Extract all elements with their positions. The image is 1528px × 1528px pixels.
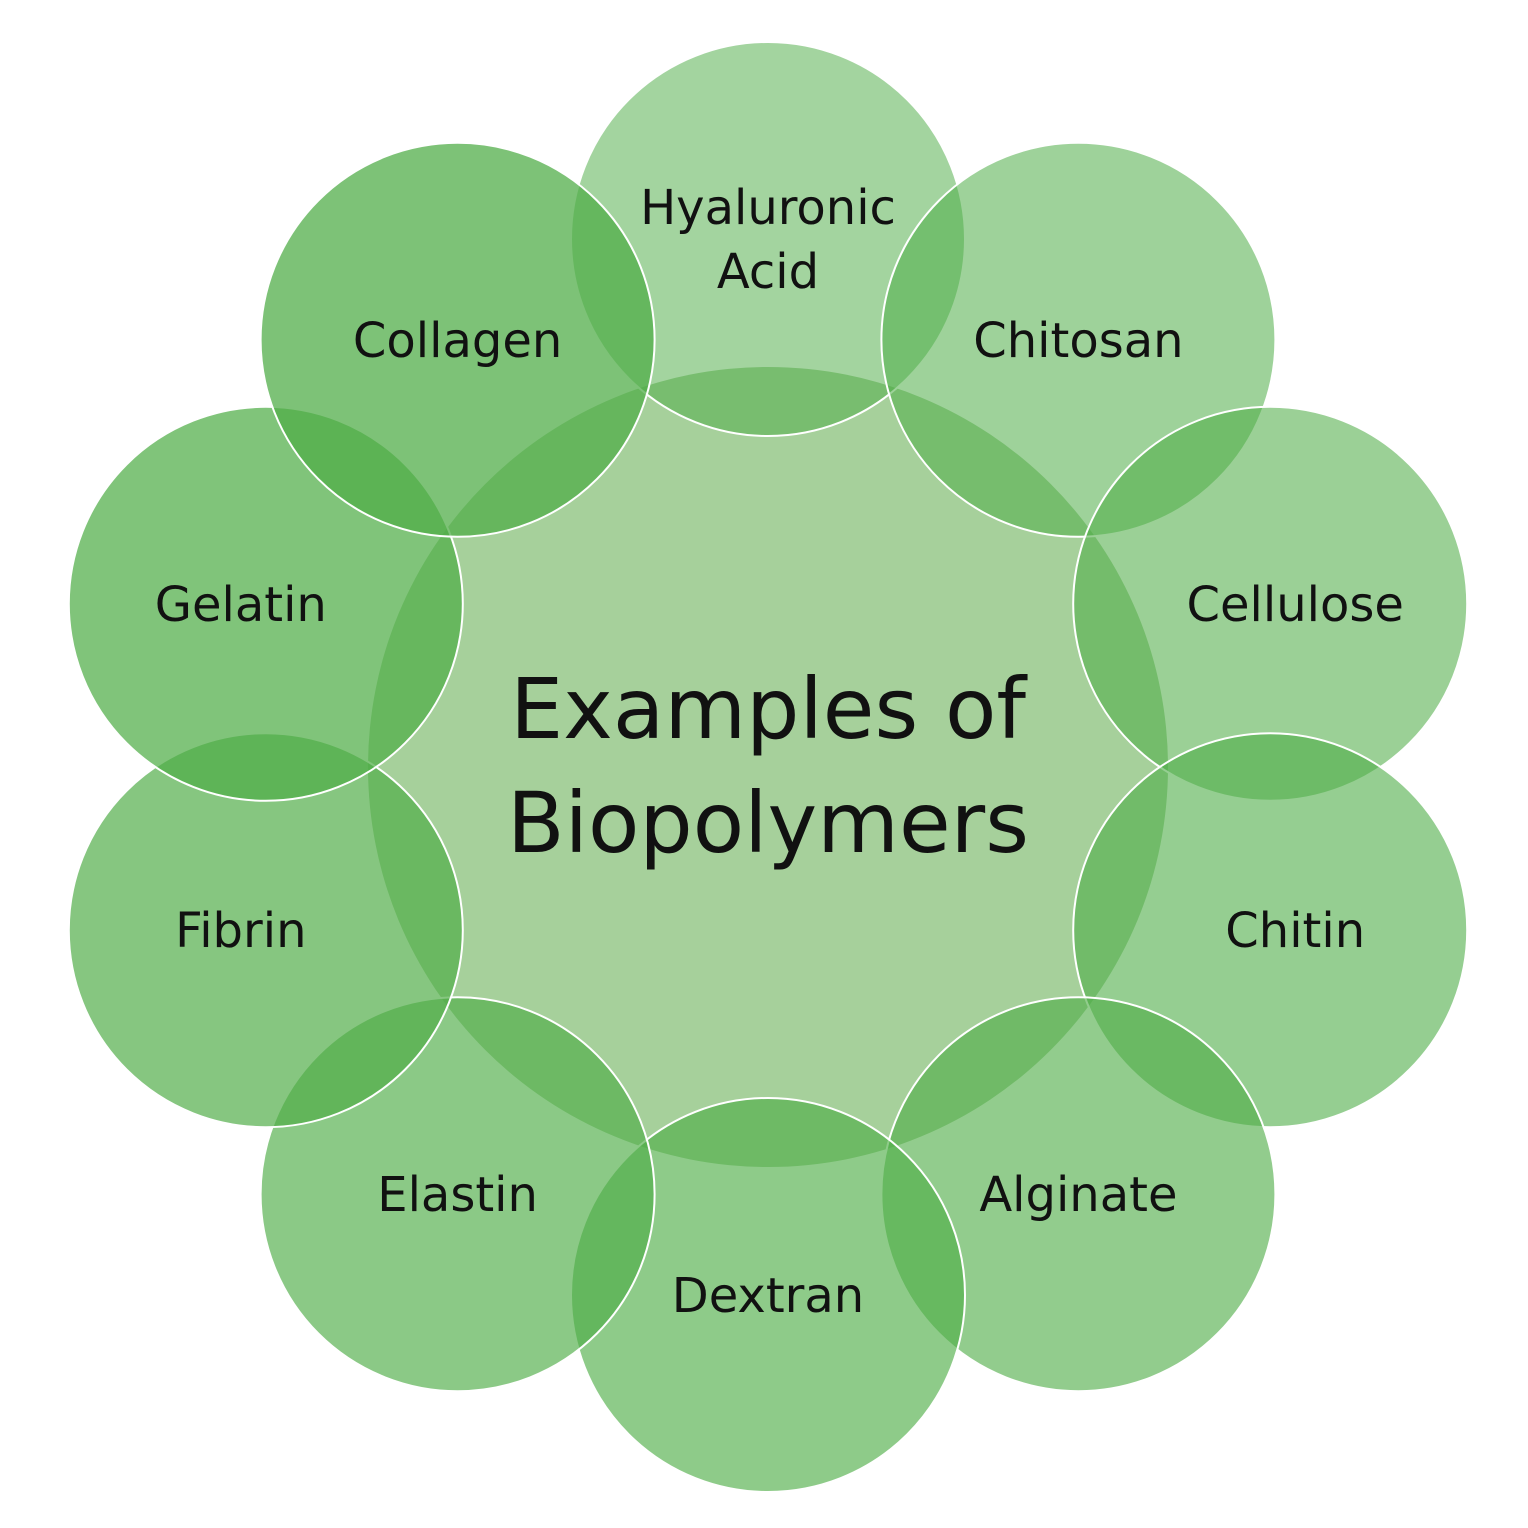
hyaluronic-acid-label-line-2: Acid xyxy=(717,244,819,300)
center-group: Examples of Biopolymers xyxy=(368,367,1168,1167)
fibrin-label: Fibrin xyxy=(175,903,306,959)
gelatin-label: Gelatin xyxy=(155,577,327,633)
center-title-line-2: Biopolymers xyxy=(507,774,1029,872)
alginate-label: Alginate xyxy=(979,1167,1177,1223)
center-title-line-1: Examples of xyxy=(510,660,1028,758)
elastin-label: Elastin xyxy=(377,1167,538,1223)
chitin-label: Chitin xyxy=(1225,903,1365,959)
collagen-circle xyxy=(259,141,656,538)
cellulose-label: Cellulose xyxy=(1187,577,1404,633)
collagen-label: Collagen xyxy=(353,313,562,369)
nodes-group: HyaluronicAcidChitosanCelluloseChitinAlg… xyxy=(67,41,1469,1493)
dextran-label: Dextran xyxy=(672,1268,864,1324)
center-circle xyxy=(368,367,1168,1167)
chitosan-label: Chitosan xyxy=(973,313,1183,369)
hyaluronic-acid-label-line-1: Hyaluronic xyxy=(640,180,896,236)
